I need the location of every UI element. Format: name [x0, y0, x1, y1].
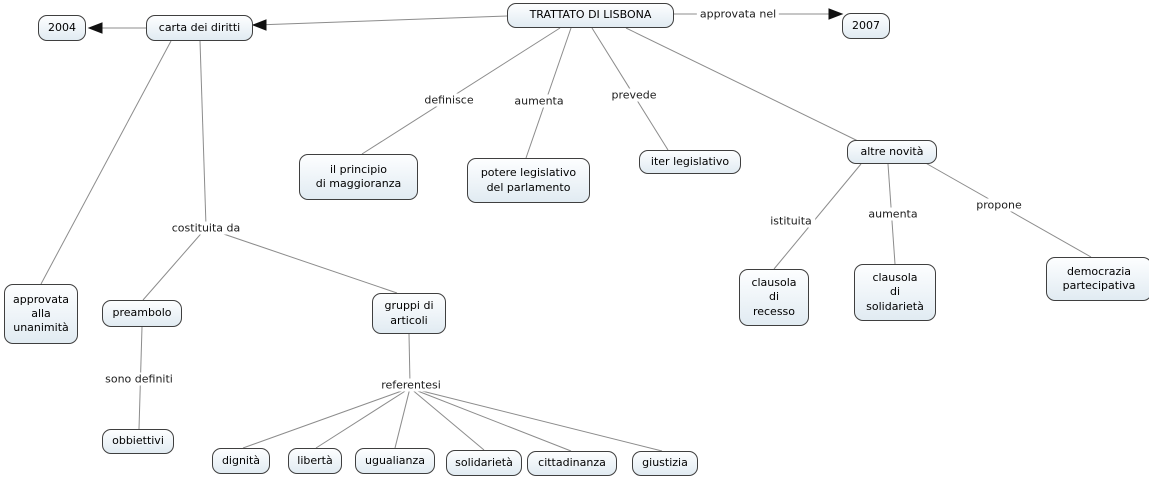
edge-referentesi-liberta — [315, 387, 411, 449]
edge-referentesi-ugualianza — [394, 387, 411, 449]
node-ugualianza: ugualianza — [355, 448, 435, 474]
arrowhead-2007 — [828, 8, 844, 20]
node-approvata-alla-unanimita: approvata alla unanimità — [4, 284, 78, 344]
node-carta-dei-diritti: carta dei diritti — [146, 15, 253, 41]
edge-altre-recesso — [773, 163, 862, 270]
node-giustizia: giustizia — [632, 451, 698, 476]
edge-label-sono-definiti: sono definiti — [102, 372, 176, 386]
node-solidarieta: solidarietà — [446, 450, 522, 476]
node-principio-di-maggioranza: il principio di maggioranza — [299, 154, 418, 200]
edge-label-definisce: definisce — [421, 93, 477, 107]
edge-label-costituita-da: costituita da — [168, 221, 244, 235]
edge-referentesi-solidarieta — [409, 387, 485, 451]
edge-trattato-altre — [625, 27, 859, 142]
node-clausola-di-recesso: clausola di recesso — [739, 269, 809, 326]
node-iter-legislativo: iter legislativo — [639, 150, 741, 174]
edge-referentesi-giustizia — [409, 387, 663, 452]
node-clausola-di-solidarieta: clausola di solidarietà — [854, 264, 936, 321]
node-trattato-di-lisbona: TRATTATO DI LISBONA — [507, 3, 674, 28]
edge-carta-unanimita — [40, 40, 172, 285]
edge-referentesi-dignita — [242, 387, 411, 449]
edge-trattato-potere — [525, 27, 572, 159]
node-altre-novita: altre novità — [847, 140, 937, 164]
edge-label-prevede: prevede — [608, 88, 660, 102]
node-liberta: libertà — [288, 448, 342, 474]
edge-label-aumenta-2: aumenta — [865, 207, 921, 221]
edge-label-referentesi: referentesi — [378, 378, 444, 392]
node-preambolo: preambolo — [102, 300, 182, 327]
edge-trattato-principio — [361, 27, 561, 155]
arrowhead-carta — [251, 19, 267, 31]
node-potere-legislativo: potere legislativo del parlamento — [467, 158, 590, 203]
node-2007: 2007 — [842, 13, 890, 39]
node-democrazia-partecipativa: democrazia partecipativa — [1046, 257, 1149, 301]
node-cittadinanza: cittadinanza — [527, 451, 617, 476]
edge-trattato-carta — [255, 15, 508, 26]
node-2004: 2004 — [38, 15, 86, 41]
arrowhead-2004 — [87, 22, 103, 34]
edge-label-propone: propone — [973, 198, 1025, 212]
edge-costituita-preambolo — [142, 227, 207, 301]
edge-label-istituita: istituita — [767, 214, 815, 228]
edge-referentesi-cittadinanza — [409, 387, 572, 452]
edge-costituita-gruppi — [205, 227, 398, 294]
node-gruppi-di-articoli: gruppi di articoli — [372, 293, 446, 334]
edge-label-aumenta-1: aumenta — [511, 94, 567, 108]
edge-carta-costituita — [199, 40, 207, 227]
edge-label-approvata-nel: approvata nel — [696, 7, 780, 21]
node-obbiettivi: obbiettivi — [102, 429, 174, 454]
edge-gruppi-referentesi — [408, 333, 411, 385]
node-dignita: dignità — [212, 448, 270, 474]
